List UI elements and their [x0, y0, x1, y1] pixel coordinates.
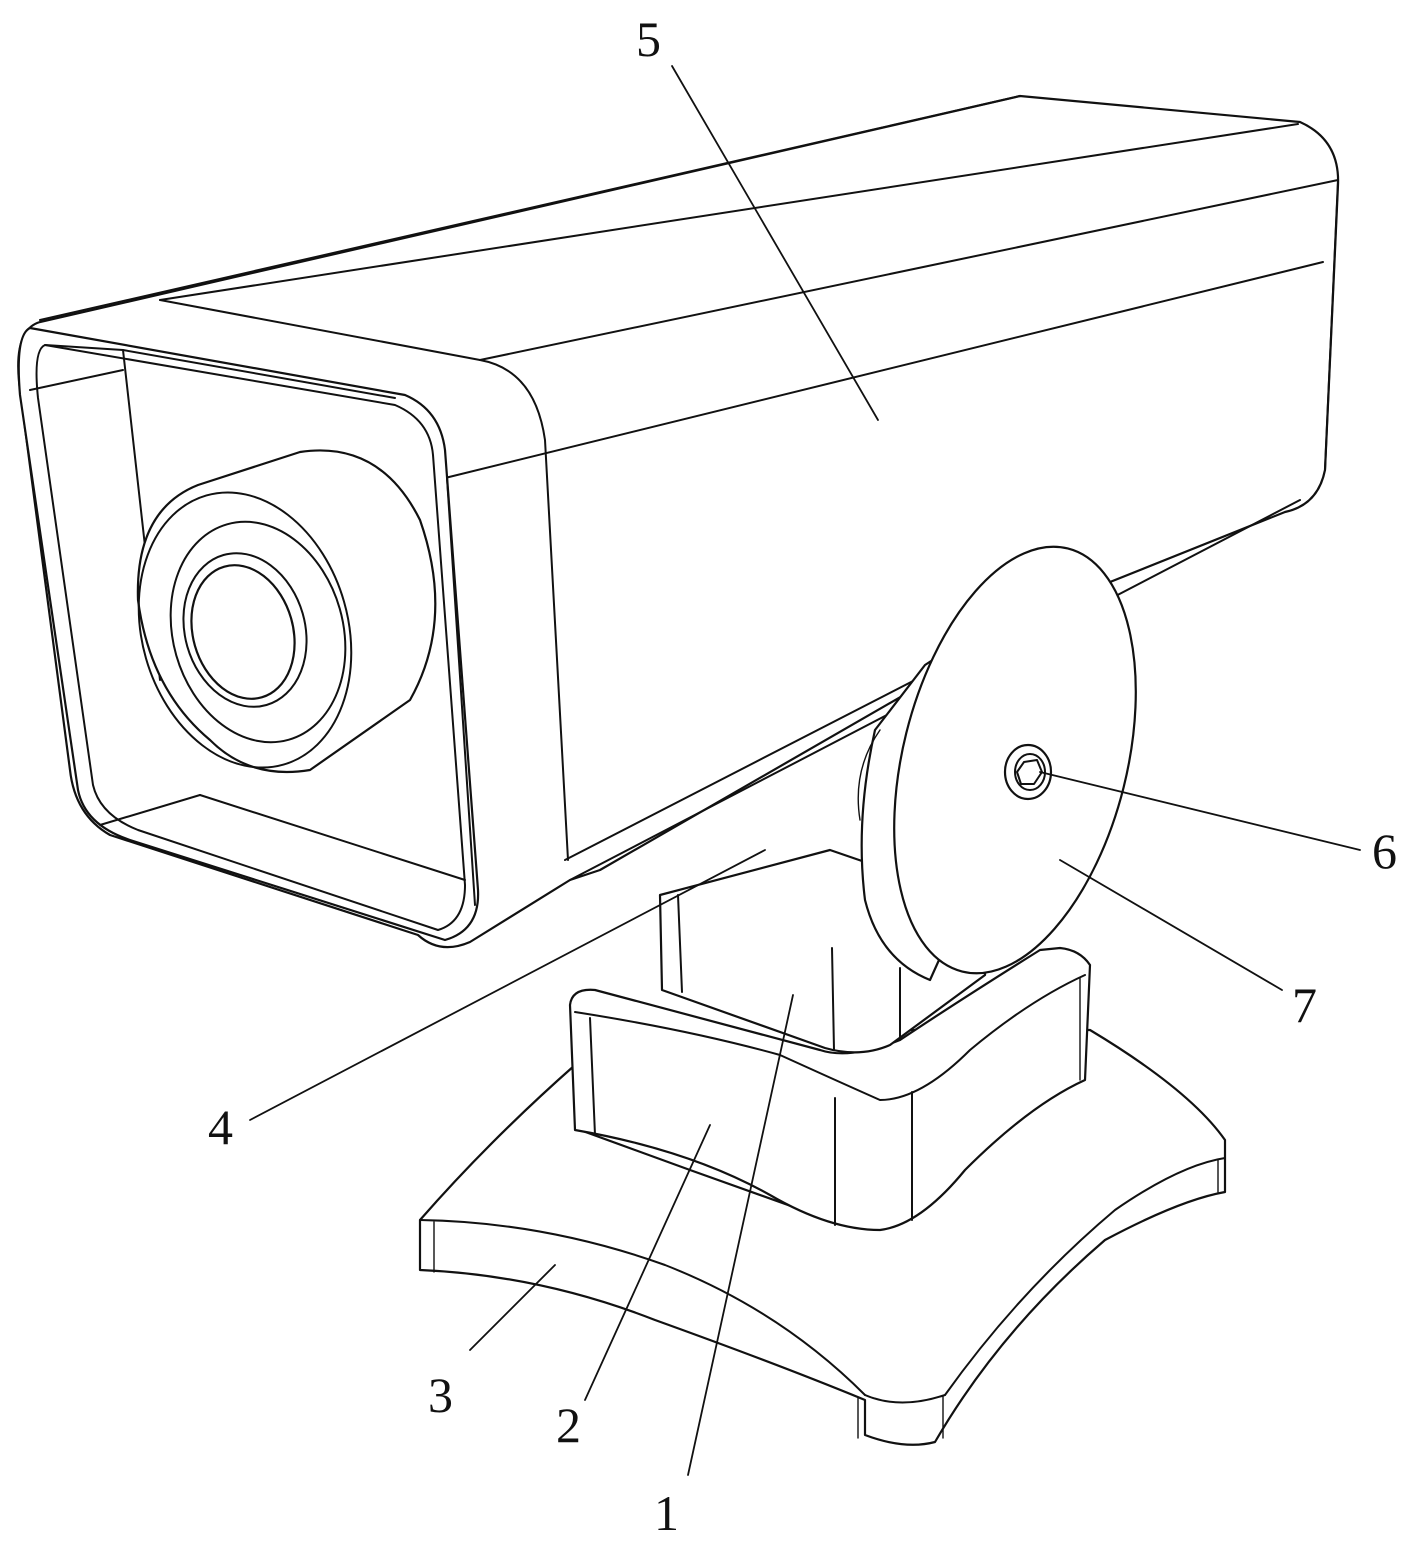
- label-1: 1: [654, 1485, 679, 1541]
- label-7: 7: [1292, 977, 1317, 1033]
- leader-5: [671, 65, 879, 421]
- label-5: 5: [636, 11, 661, 67]
- leader-1: [687, 994, 794, 1476]
- label-4: 4: [208, 1099, 233, 1155]
- leader-4: [249, 849, 766, 1121]
- reference-labels: 5 6 7 4 3 2 1: [208, 11, 1397, 1541]
- label-2: 2: [556, 1397, 581, 1453]
- leader-6: [1039, 771, 1361, 851]
- label-6: 6: [1372, 823, 1397, 879]
- hex-screw: [1003, 743, 1053, 801]
- label-3: 3: [428, 1367, 453, 1423]
- base-plate: [418, 1028, 1227, 1446]
- leader-3: [469, 1264, 556, 1351]
- lens-assembly: [136, 449, 437, 774]
- leader-2: [584, 1124, 711, 1401]
- leader-lines: [249, 65, 1361, 1476]
- leader-7: [1059, 859, 1283, 991]
